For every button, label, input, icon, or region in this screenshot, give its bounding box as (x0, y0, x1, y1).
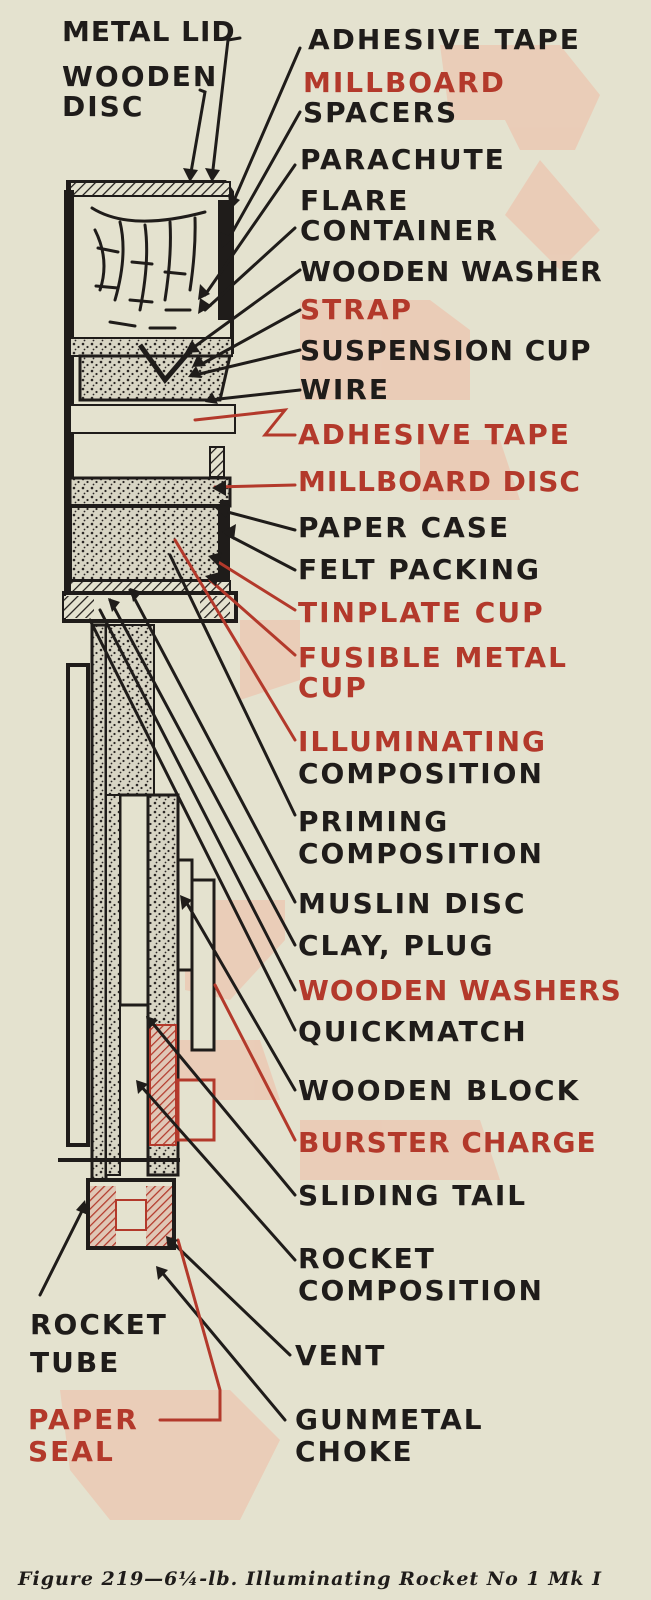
rocket-tube-drawing (58, 623, 216, 1250)
figure-caption: Figure 219—6¼-lb. Illuminating Rocket No… (18, 1568, 602, 1590)
label-millboard-spacers-line1: MILLBOARD (303, 66, 506, 99)
label-wooden-disc-line1: WOODEN (62, 60, 219, 93)
flare-container-drawing (64, 180, 236, 610)
arrowheads (76, 168, 240, 1280)
label-illuminating-composition-line1: ILLUMINATING (298, 725, 547, 758)
label-quickmatch: QUICKMATCH (298, 1015, 528, 1048)
label-wooden-washer: WOODEN WASHER (300, 255, 603, 288)
label-gunmetal-choke: GUNMETAL CHOKE (295, 1404, 484, 1468)
label-muslin-disc: MUSLIN DISC (298, 887, 527, 920)
label-wooden-washers: WOODEN WASHERS (298, 974, 622, 1007)
label-strap: STRAP (300, 293, 414, 326)
illuminating-section-drawing (62, 476, 238, 623)
label-priming-composition-line2: COMPOSITION (298, 837, 544, 870)
label-rocket-tube-line1: ROCKET (30, 1308, 168, 1341)
label-rocket-tube: ROCKET TUBE (30, 1306, 168, 1382)
label-rocket-tube-line2: TUBE (30, 1346, 121, 1379)
leader-lines (38, 36, 302, 1422)
label-fusible-metal-cup: FUSIBLE METAL CUP (298, 643, 568, 703)
label-wooden-disc-line2: DISC (62, 90, 145, 123)
label-felt-packing: FELT PACKING (298, 553, 542, 586)
label-flare-container: FLARE CONTAINER (300, 186, 499, 246)
label-paper-seal-line1: PAPER (28, 1403, 139, 1436)
label-adhesive-tape-top: ADHESIVE TAPE (308, 23, 581, 56)
label-priming-composition-line1: PRIMING (298, 805, 450, 838)
label-paper-seal: PAPER SEAL (28, 1404, 139, 1468)
label-gunmetal-choke-line1: GUNMETAL (295, 1403, 484, 1436)
label-adhesive-tape: ADHESIVE TAPE (298, 418, 571, 451)
label-fusible-metal-cup-line1: FUSIBLE METAL (298, 641, 568, 674)
label-sliding-tail: SLIDING TAIL (298, 1179, 528, 1212)
label-metal-lid: METAL LID (62, 15, 236, 48)
label-gunmetal-choke-line2: CHOKE (295, 1435, 414, 1468)
label-illuminating-composition-line2: COMPOSITION (298, 757, 544, 790)
label-wire: WIRE (300, 373, 390, 406)
label-wooden-disc: WOODEN DISC (62, 62, 218, 122)
label-paper-seal-line2: SEAL (28, 1435, 115, 1468)
label-flare-container-line1: FLARE (300, 184, 410, 217)
label-vent: VENT (295, 1339, 387, 1372)
label-suspension-cup: SUSPENSION CUP (300, 334, 592, 367)
label-paper-case: PAPER CASE (298, 511, 511, 544)
watermark (60, 45, 600, 1520)
label-burster-charge: BURSTER CHARGE (298, 1126, 597, 1159)
label-parachute: PARACHUTE (300, 143, 506, 176)
label-tinplate-cup: TINPLATE CUP (298, 596, 545, 629)
label-flare-container-line2: CONTAINER (300, 214, 499, 247)
label-priming-composition: PRIMING COMPOSITION (298, 806, 544, 870)
label-millboard-spacers: MILLBOARD SPACERS (303, 68, 506, 128)
label-wooden-block: WOODEN BLOCK (298, 1074, 581, 1107)
label-millboard-spacers-line2: SPACERS (303, 96, 459, 129)
label-fusible-metal-cup-line2: CUP (298, 671, 368, 704)
label-clay-plug: CLAY, PLUG (298, 929, 495, 962)
label-illuminating-composition: ILLUMINATING COMPOSITION (298, 726, 547, 790)
label-millboard-disc: MILLBOARD DISC (298, 465, 581, 498)
label-rocket-composition: ROCKET COMPOSITION (298, 1243, 544, 1307)
label-rocket-composition-line2: COMPOSITION (298, 1274, 544, 1307)
label-rocket-composition-line1: ROCKET (298, 1242, 436, 1275)
